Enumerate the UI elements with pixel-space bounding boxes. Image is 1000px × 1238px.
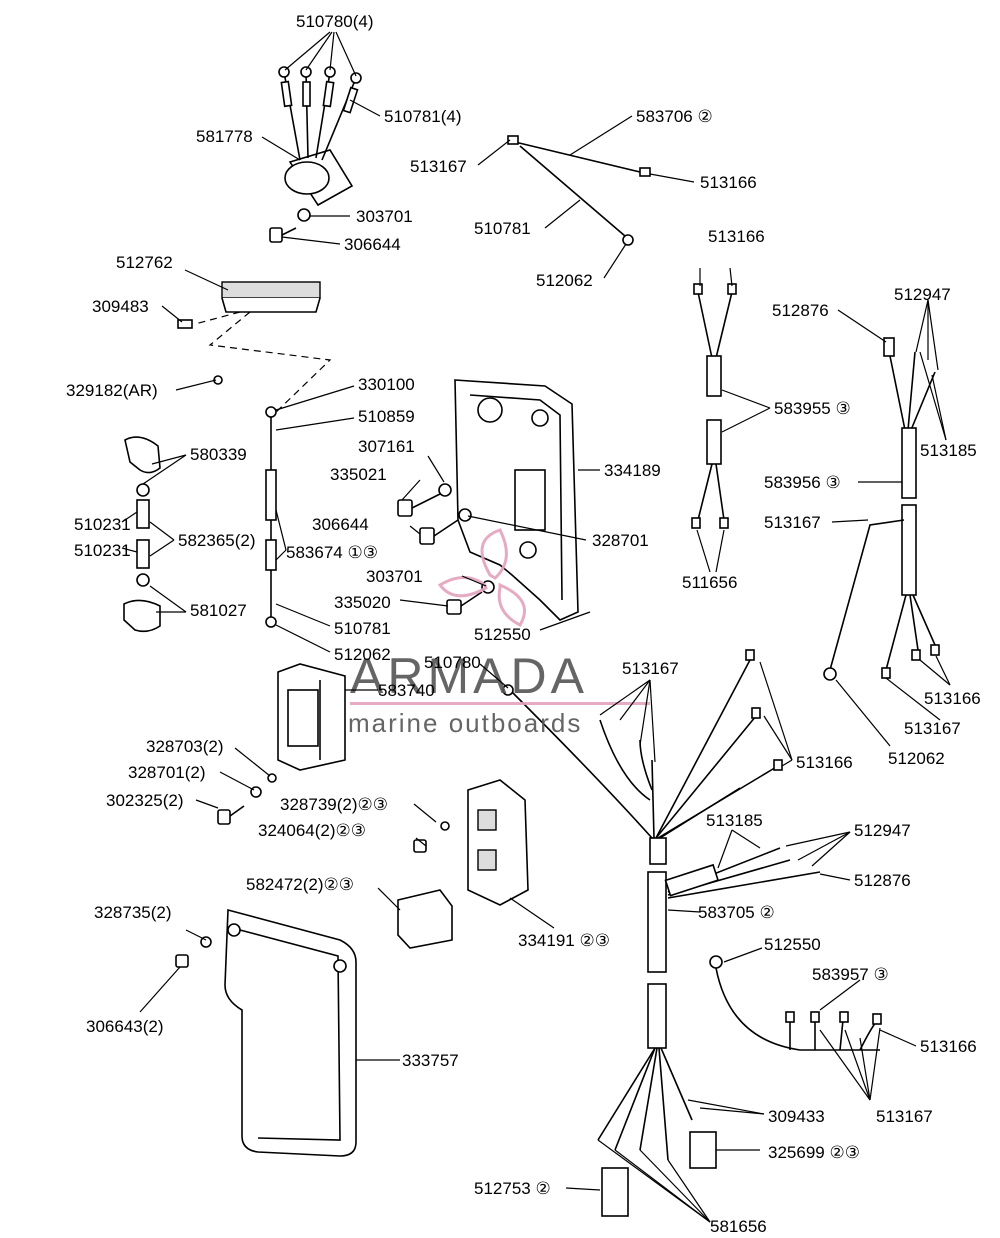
harness-583957	[709, 955, 882, 1051]
label-583956: 583956 ③	[764, 473, 841, 492]
label-511656: 511656	[682, 573, 737, 592]
label-583740: 583740	[378, 681, 435, 700]
label-303701-a: 303701	[356, 207, 413, 226]
label-513166-e: 513166	[920, 1037, 977, 1056]
label-306644-b: 306644	[312, 515, 369, 534]
label-581778: 581778	[196, 127, 253, 146]
label-510781-b: 510781	[334, 619, 391, 638]
cover-333757	[175, 908, 357, 1157]
label-510781-a: 510781	[474, 219, 531, 238]
label-581656: 581656	[710, 1217, 767, 1236]
label-330100: 330100	[358, 375, 415, 394]
label-302325-2: 302325(2)	[106, 791, 184, 810]
harness-583956	[823, 337, 940, 681]
label-583955: 583955 ③	[774, 399, 851, 418]
label-513166-a: 513166	[700, 173, 757, 192]
label-512947-b: 512947	[854, 821, 911, 840]
label-309433: 309433	[768, 1107, 825, 1126]
label-510780: 510780	[424, 653, 481, 672]
label-325699: 325699 ②③	[768, 1143, 860, 1162]
label-512550-a: 512550	[474, 625, 531, 644]
label-512762: 512762	[116, 253, 173, 272]
label-510231-b: 510231	[74, 541, 131, 560]
solenoid-581778	[278, 66, 362, 207]
label-328739-2: 328739(2)②③	[280, 795, 388, 814]
part-labels: 510780(4) 510781(4) 581778 303701 306644…	[66, 12, 981, 1236]
label-512876-a: 512876	[772, 301, 829, 320]
ground-lead-583674	[265, 406, 277, 628]
watermark-tagline: marine outboards	[348, 708, 582, 738]
label-580339: 580339	[190, 445, 247, 464]
label-307161: 307161	[358, 437, 415, 456]
label-513167-b: 513167	[764, 513, 821, 532]
label-512753: 512753 ②	[474, 1179, 551, 1198]
label-306644-a: 306644	[344, 235, 401, 254]
label-513167-a: 513167	[410, 157, 467, 176]
label-513167-e: 513167	[876, 1107, 933, 1126]
label-583706: 583706 ②	[636, 107, 713, 126]
label-513185-a: 513185	[920, 441, 977, 460]
watermark-rule	[350, 702, 650, 705]
harness-583955	[691, 283, 737, 529]
label-309483: 309483	[92, 297, 149, 316]
label-333757: 333757	[402, 1051, 459, 1070]
armada-watermark: ARMADA marine outboards	[348, 528, 650, 738]
label-513166-b: 513166	[708, 227, 765, 246]
label-329182-ar: 329182(AR)	[66, 381, 158, 400]
main-harness-583705	[502, 649, 821, 1217]
screws-302325-328701-328703	[217, 773, 277, 825]
jumper-lead-583706	[507, 135, 651, 246]
label-328703-2: 328703(2)	[146, 737, 224, 756]
watermark-brand: ARMADA	[350, 648, 588, 704]
label-512550-b: 512550	[764, 935, 821, 954]
label-513166-c: 513166	[924, 689, 981, 708]
bolt-and-washer-306644-303701	[269, 208, 311, 243]
label-334189: 334189	[604, 461, 661, 480]
label-513167-c: 513167	[904, 719, 961, 738]
label-510231-a: 510231	[74, 515, 131, 534]
label-582365-2: 582365(2)	[178, 531, 256, 550]
label-334191: 334191 ②③	[518, 931, 610, 950]
terminal-block-512762	[177, 281, 332, 419]
label-324064-2: 324064(2)②③	[258, 821, 366, 840]
label-583705: 583705 ②	[698, 903, 775, 922]
leader-lines	[121, 31, 951, 1223]
label-581027: 581027	[190, 601, 247, 620]
relay-base-334191	[413, 779, 529, 906]
label-513167-d: 513167	[622, 659, 679, 678]
label-513185-b: 513185	[706, 811, 763, 830]
label-510859: 510859	[358, 407, 415, 426]
label-582472-2: 582472(2)②③	[246, 875, 354, 894]
label-512062-a: 512062	[536, 271, 593, 290]
label-335020: 335020	[334, 593, 391, 612]
label-510780-4: 510780(4)	[296, 12, 374, 31]
mounting-plate-334189	[454, 379, 579, 621]
propeller-logo-icon	[437, 528, 526, 627]
label-306643-2: 306643(2)	[86, 1017, 164, 1036]
relay-582472	[397, 889, 453, 949]
label-512062-b: 512062	[334, 645, 391, 664]
module-583740	[277, 663, 346, 771]
label-512947-a: 512947	[894, 285, 951, 304]
label-510781-4: 510781(4)	[384, 107, 462, 126]
boots-and-contacts	[123, 436, 161, 633]
label-583674: 583674 ①③	[286, 543, 378, 562]
label-328735-2: 328735(2)	[94, 903, 172, 922]
label-328701: 328701	[592, 531, 649, 550]
label-512062-c: 512062	[888, 749, 945, 768]
label-513166-d: 513166	[796, 753, 853, 772]
label-303701-b: 303701	[366, 567, 423, 586]
label-328701-2: 328701(2)	[128, 763, 206, 782]
label-335021: 335021	[330, 465, 387, 484]
label-512876-b: 512876	[854, 871, 911, 890]
label-583957: 583957 ③	[812, 965, 889, 984]
